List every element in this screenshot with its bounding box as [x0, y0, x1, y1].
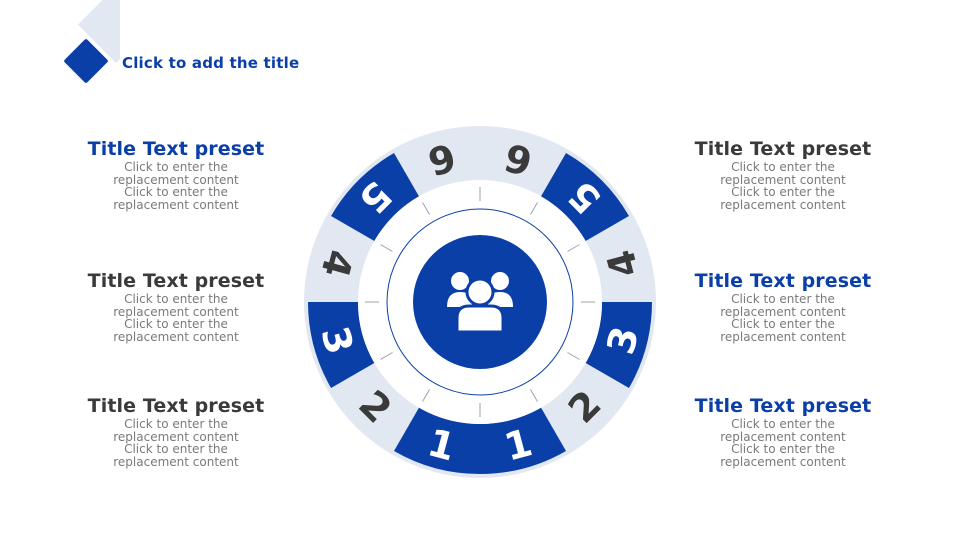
- wheel-segment-highlight: [480, 407, 566, 474]
- wheel-segment-highlight: [308, 302, 375, 388]
- block-body-1: Click to enter the replacement content: [720, 292, 846, 319]
- block-body-1: Click to enter the replacement content: [113, 417, 239, 444]
- wheel-thin-ring: [386, 208, 574, 396]
- block-title: Title Text preset: [694, 270, 872, 292]
- block-body-2: Click to enter the replacement content: [113, 185, 239, 212]
- wheel-tick: [422, 389, 430, 402]
- text-block-left-3[interactable]: Title Text preset Click to enter the rep…: [76, 394, 276, 468]
- wheel-tick: [530, 389, 538, 402]
- logo-diamond-blue: [64, 39, 108, 83]
- block-body-2: Click to enter the replacement content: [720, 185, 846, 212]
- wheel-tick: [567, 352, 580, 360]
- logo-diamonds: [64, 0, 120, 83]
- block-body-2: Click to enter the replacement content: [113, 442, 239, 469]
- block-body-2: Click to enter the replacement content: [113, 317, 239, 344]
- block-body-1: Click to enter the replacement content: [113, 292, 239, 319]
- slide-title[interactable]: Click to add the title: [122, 54, 300, 72]
- block-title: Title Text preset: [694, 395, 872, 417]
- block-title: Title Text preset: [87, 138, 265, 160]
- wheel-segment-highlight: [331, 153, 419, 241]
- wheel-tick: [567, 244, 580, 252]
- text-block-right-3[interactable]: Title Text preset Click to enter the rep…: [683, 394, 883, 468]
- wheel-tick: [422, 202, 430, 215]
- block-body-1: Click to enter the replacement content: [113, 160, 239, 187]
- block-body-2: Click to enter the replacement content: [720, 442, 846, 469]
- block-title: Title Text preset: [87, 395, 265, 417]
- text-block-left-2[interactable]: Title Text preset Click to enter the rep…: [76, 269, 276, 343]
- block-title: Title Text preset: [87, 270, 265, 292]
- wheel-tick: [530, 202, 538, 215]
- block-title: Title Text preset: [694, 138, 872, 160]
- text-block-right-2[interactable]: Title Text preset Click to enter the rep…: [683, 269, 883, 343]
- text-block-right-1[interactable]: Title Text preset Click to enter the rep…: [683, 137, 883, 211]
- wheel-tick: [380, 244, 393, 252]
- wheel-segment-highlight: [585, 302, 652, 388]
- block-body-1: Click to enter the replacement content: [720, 417, 846, 444]
- team-users-icon: [447, 272, 513, 334]
- block-body-1: Click to enter the replacement content: [720, 160, 846, 187]
- text-block-left-1[interactable]: Title Text preset Click to enter the rep…: [76, 137, 276, 211]
- wheel-tick: [380, 352, 393, 360]
- wheel-segment-highlight: [541, 153, 629, 241]
- wheel-segment-highlight: [394, 407, 480, 474]
- block-body-2: Click to enter the replacement content: [720, 317, 846, 344]
